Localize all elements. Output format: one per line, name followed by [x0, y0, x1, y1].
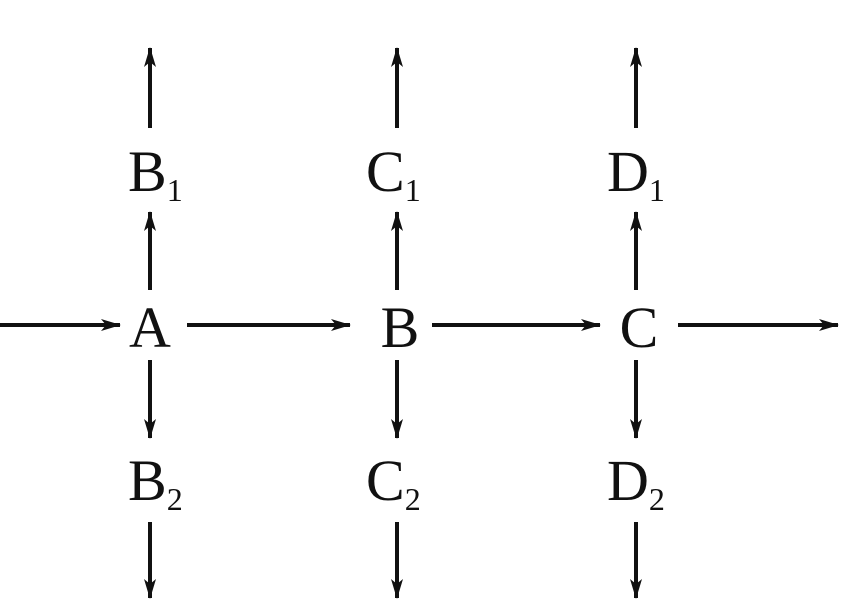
- node-b2: B2: [128, 448, 183, 517]
- node-a: A: [129, 295, 171, 360]
- node-c: C: [620, 295, 659, 360]
- node-c1: C1: [366, 139, 421, 208]
- node-b: B: [381, 295, 420, 360]
- node-c2: C2: [366, 448, 421, 517]
- node-b1: B1: [128, 139, 183, 208]
- node-d2: D2: [607, 448, 665, 517]
- node-d1: D1: [607, 139, 665, 208]
